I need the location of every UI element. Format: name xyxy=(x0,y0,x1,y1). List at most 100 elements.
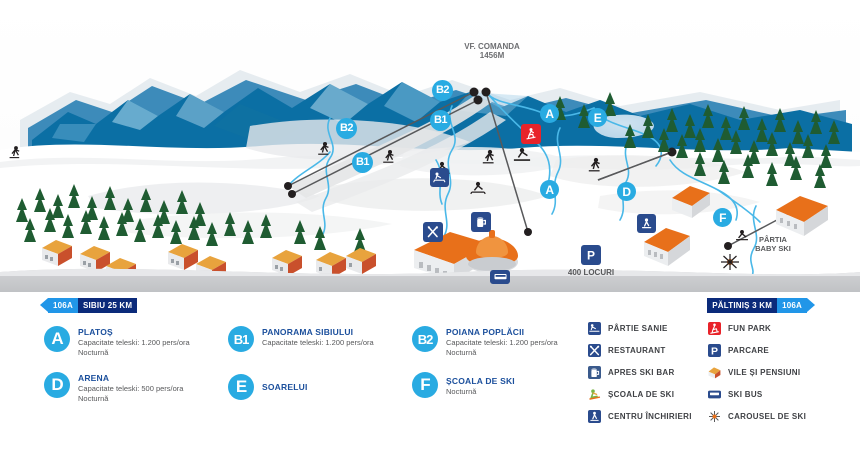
legend-amenity-ski-carousel[interactable]: CAROUSEL DE SKI xyxy=(708,410,806,423)
legend-amenity-rental-center[interactable]: CENTRU ÎNCHIRIERI xyxy=(588,410,692,423)
svg-text:P: P xyxy=(587,249,595,263)
legend-amenity-ski-carousel-label: CAROUSEL DE SKI xyxy=(728,412,807,421)
road-sign-sibiu[interactable]: 106A SIBIU 25 KM xyxy=(40,298,138,313)
road-sign-paltinis[interactable]: PĂLTINIȘ 3 KM 106A xyxy=(707,298,815,313)
legend-lift-a-badge: A xyxy=(44,326,70,352)
marker-a-upper[interactable]: A xyxy=(540,104,559,123)
right-lodge-c xyxy=(776,196,828,236)
beer-mug-glyph xyxy=(477,217,486,227)
baby-slope-line1: PÂRTIA xyxy=(759,235,787,244)
ski-carousel-icon xyxy=(708,410,721,423)
legend-amenity-fun-park[interactable]: FUN PARK xyxy=(708,322,771,335)
legend-amenity-ski-school[interactable]: ȘCOALA DE SKI xyxy=(588,388,674,401)
marker-b1-mid[interactable]: B1 xyxy=(352,152,373,173)
marker-e[interactable]: E xyxy=(588,108,607,127)
marker-d[interactable]: D xyxy=(617,182,636,201)
restaurant-icon xyxy=(588,344,601,357)
legend-amenity-parking-label: PARCARE xyxy=(728,346,770,355)
sign-route-left: 106A xyxy=(48,298,78,313)
legend-amenity-ski-school-label: ȘCOALA DE SKI xyxy=(608,390,675,399)
legend-amenity-apres-ski-bar-label: APRES SKI BAR xyxy=(608,368,675,377)
legend-amenity-villas-label: VILE ȘI PENSIUNI xyxy=(728,368,801,377)
legend: A PLATOȘ Capacitate teleski: 1.200 pers/… xyxy=(0,312,860,459)
legend-lift-b2-night: Nocturnă xyxy=(446,348,477,358)
apres-ski-bar-icon[interactable] xyxy=(471,212,491,232)
parking-icon: P xyxy=(708,344,721,357)
legend-amenity-restaurant[interactable]: RESTAURANT xyxy=(588,344,666,357)
ski-bus-icon xyxy=(708,388,721,401)
peak-name: VF. COMANDA xyxy=(464,42,520,51)
rental-glyph xyxy=(642,218,652,229)
sled-slope-icon xyxy=(588,322,601,335)
parking-label: 400 LOCURI xyxy=(567,268,615,277)
villas-icon xyxy=(708,366,721,379)
parking-glyph: P xyxy=(587,249,595,263)
round-pavilion xyxy=(466,230,518,273)
legend-lift-e-badge: E xyxy=(228,374,254,400)
fun-park-icon[interactable] xyxy=(521,124,541,144)
legend-lift-b1[interactable]: B1 PANORAMA SIBIULUI Capacitate teleski:… xyxy=(228,326,428,352)
legend-amenity-ski-bus-label: SKI BUS xyxy=(728,390,763,399)
ski-bus-icon[interactable] xyxy=(490,270,510,284)
bus-glyph xyxy=(494,274,506,280)
sign-destination-left: SIBIU 25 KM xyxy=(77,298,138,313)
marker-b2-top[interactable]: B2 xyxy=(432,80,453,101)
legend-lift-b2-capacity: Capacitate teleski: 1.200 pers/ora xyxy=(446,338,558,348)
legend-lift-e[interactable]: E SOARELUI xyxy=(228,374,428,400)
legend-amenity-ski-bus[interactable]: SKI BUS xyxy=(708,388,763,401)
sled-glyph xyxy=(433,172,446,183)
legend-amenity-sled-slope[interactable]: PÂRTIE SANIE xyxy=(588,322,668,335)
right-lodge-b xyxy=(672,186,710,218)
sign-destination-right: PĂLTINIȘ 3 KM xyxy=(707,298,778,313)
legend-amenity-villas[interactable]: VILE ȘI PENSIUNI xyxy=(708,366,800,379)
legend-amenity-fun-park-label: FUN PARK xyxy=(728,324,772,333)
legend-lift-a[interactable]: A PLATOȘ Capacitate teleski: 1.200 pers/… xyxy=(44,326,244,358)
legend-lift-b1-name: PANORAMA SIBIULUI xyxy=(262,327,354,337)
rental-center-icon[interactable] xyxy=(637,214,656,233)
apres-ski-bar-icon xyxy=(588,366,601,379)
legend-lift-d-night: Nocturnă xyxy=(78,394,109,404)
legend-amenity-rental-center-label: CENTRU ÎNCHIRIERI xyxy=(608,412,692,421)
legend-lift-b2[interactable]: B2 POIANA POPLĂCII Capacitate teleski: 1… xyxy=(412,326,612,358)
baby-slope-label: PÂRTIA BABY SKI xyxy=(738,235,808,253)
sign-arrow-right-icon xyxy=(807,298,815,312)
marker-f[interactable]: F xyxy=(713,208,732,227)
conifer-forest xyxy=(16,92,840,252)
legend-lift-a-name: PLATOȘ xyxy=(78,327,113,337)
marker-a-lower[interactable]: A xyxy=(540,180,559,199)
legend-lift-f-badge: F xyxy=(412,372,438,398)
restaurant-icon[interactable] xyxy=(423,222,443,242)
marker-b1-top[interactable]: B1 xyxy=(430,110,451,131)
svg-text:P: P xyxy=(711,345,718,357)
marker-b2-mid[interactable]: B2 xyxy=(336,118,357,139)
legend-amenity-apres-ski-bar[interactable]: APRES SKI BAR xyxy=(588,366,675,379)
legend-lift-b1-capacity: Capacitate teleski: 1.200 pers/ora xyxy=(262,338,374,348)
fun-park-icon xyxy=(708,322,721,335)
legend-lift-f-night: Nocturnă xyxy=(446,387,477,397)
parking-icon[interactable]: P xyxy=(581,245,601,265)
legend-lift-b2-name: POIANA POPLĂCII xyxy=(446,327,525,337)
cutlery-glyph xyxy=(427,226,438,238)
legend-lift-f[interactable]: F ȘCOALA DE SKI Nocturnă xyxy=(412,372,612,398)
peak-elevation: 1456M xyxy=(479,51,505,61)
legend-lift-e-name: SOARELUI xyxy=(262,382,308,392)
legend-amenity-restaurant-label: RESTAURANT xyxy=(608,346,666,355)
sled-slope-icon[interactable] xyxy=(430,168,449,187)
legend-lift-d-capacity: Capacitate teleski: 500 pers/ora xyxy=(78,384,184,394)
rental-center-icon xyxy=(588,410,601,423)
skier-figures xyxy=(9,141,748,241)
legend-lift-a-night: Nocturnă xyxy=(78,348,109,358)
legend-lift-a-capacity: Capacitate teleski: 1.200 pers/ora xyxy=(78,338,190,348)
ski-school-icon xyxy=(588,388,601,401)
fun-park-glyph xyxy=(526,128,536,140)
legend-lift-b2-badge: B2 xyxy=(412,326,438,352)
sign-route-right: 106A xyxy=(777,298,807,313)
legend-lift-f-name: ȘCOALA DE SKI xyxy=(446,376,515,386)
legend-lift-b1-badge: B1 xyxy=(228,326,254,352)
legend-lift-d-name: ARENA xyxy=(78,373,110,383)
legend-amenity-sled-slope-label: PÂRTIE SANIE xyxy=(608,324,668,333)
ski-carousel-graphic xyxy=(721,254,739,270)
legend-amenity-parking[interactable]: P PARCARE xyxy=(708,344,769,357)
legend-lift-d[interactable]: D ARENA Capacitate teleski: 500 pers/ora… xyxy=(44,372,244,404)
